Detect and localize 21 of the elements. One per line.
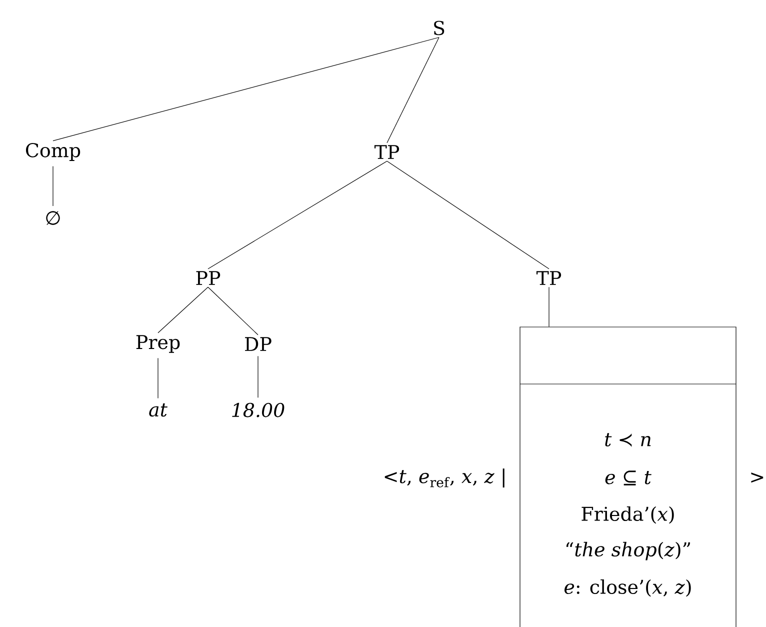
drs-box: t ≺ n e ⊆ t Frieda’(x) “the shop(z)” e: close’(x, z) <box>520 326 736 627</box>
tree-branch <box>386 160 550 270</box>
tree-label: Prep <box>136 335 180 353</box>
bracket-text: <t, e$_{ref}$, x, z | <box>384 468 504 488</box>
leaf-word: 18.00 <box>232 402 284 418</box>
tree-branch <box>52 37 440 142</box>
bracket-text: > <box>751 472 764 483</box>
tree-branch <box>208 160 388 270</box>
leaf-word: at <box>149 403 168 417</box>
tree-label: TP <box>536 271 562 285</box>
tree-branch <box>208 286 258 336</box>
tree-branch <box>158 286 208 334</box>
tree-label: TP <box>374 145 400 159</box>
tree-branch <box>386 37 440 144</box>
tree-branch <box>52 166 54 206</box>
leaf-word: ∅ <box>46 211 60 225</box>
tree-label: S <box>434 20 444 36</box>
tree-branch <box>548 286 550 328</box>
tree-label: DP <box>245 337 272 351</box>
tree-label: Comp <box>26 142 80 162</box>
tree-label: PP <box>196 271 220 285</box>
